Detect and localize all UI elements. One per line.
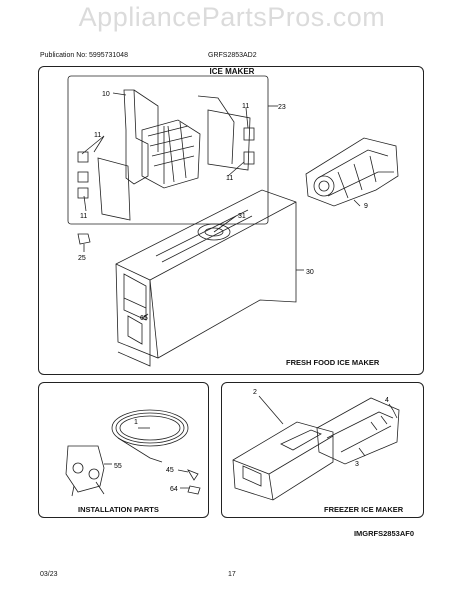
svg-text:11: 11 xyxy=(226,175,233,182)
svg-text:11: 11 xyxy=(94,132,101,139)
publication-number: Publication No: 5995731048 xyxy=(40,52,128,59)
svg-text:65: 65 xyxy=(140,315,148,322)
svg-text:4: 4 xyxy=(385,397,389,404)
svg-text:23: 23 xyxy=(278,104,286,111)
svg-text:55: 55 xyxy=(114,463,122,470)
installation-panel xyxy=(38,382,209,518)
page-number: 17 xyxy=(228,571,236,578)
model-number: GRFS2853AD2 xyxy=(208,52,257,59)
svg-text:2: 2 xyxy=(253,389,257,396)
watermark: AppliancePartsPros.com xyxy=(78,2,386,32)
fresh-food-diagram: 10 23 11 11 11 11 9 31 25 30 65 xyxy=(67,75,399,367)
fresh-food-label: FRESH FOOD ICE MAKER xyxy=(286,358,380,367)
svg-text:25: 25 xyxy=(78,255,86,262)
svg-text:10: 10 xyxy=(102,91,110,98)
svg-text:9: 9 xyxy=(364,203,368,210)
installation-diagram: 1 55 45 64 xyxy=(65,409,201,497)
page-title: ICE MAKER xyxy=(209,67,255,76)
svg-text:64: 64 xyxy=(170,486,178,493)
footer-date: 03/23 xyxy=(40,571,58,578)
svg-text:45: 45 xyxy=(166,467,174,474)
svg-text:11: 11 xyxy=(80,213,87,220)
installation-label: INSTALLATION PARTS xyxy=(78,505,159,514)
svg-text:1: 1 xyxy=(134,419,138,426)
svg-text:31: 31 xyxy=(238,213,246,220)
svg-text:11: 11 xyxy=(242,103,249,110)
fresh-food-panel xyxy=(38,66,424,375)
svg-text:3: 3 xyxy=(355,461,359,468)
freezer-label: FREEZER ICE MAKER xyxy=(324,505,404,514)
image-reference: IMGRFS2853AF0 xyxy=(353,529,414,538)
svg-text:30: 30 xyxy=(306,269,314,276)
freezer-panel xyxy=(221,382,424,518)
freezer-diagram: 2 4 3 xyxy=(232,389,400,501)
